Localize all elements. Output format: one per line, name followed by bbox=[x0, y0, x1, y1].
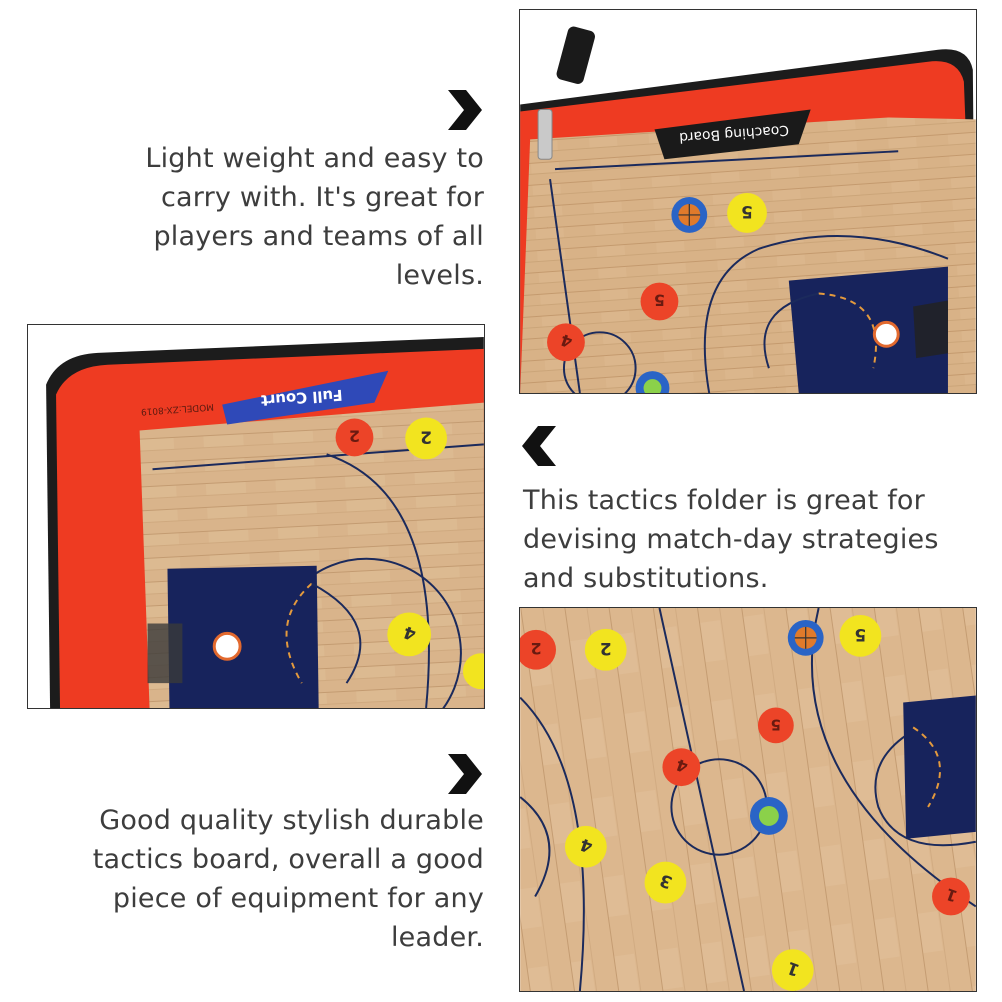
disc-ball-icon[interactable] bbox=[787, 619, 824, 656]
svg-text:5: 5 bbox=[654, 291, 665, 310]
full-court-label: Full Court bbox=[260, 386, 343, 410]
product-photo-full-court-board: Full Court MODEL:ZX-8019 2 2 4 bbox=[27, 324, 485, 709]
tactics-closeup-illustration: 2 2 5 5 4 4 bbox=[520, 608, 976, 991]
player-disc[interactable] bbox=[749, 797, 788, 835]
full-court-label-tab bbox=[222, 370, 389, 425]
player-disc[interactable]: 4 bbox=[547, 323, 585, 362]
disc-ball-icon[interactable] bbox=[671, 197, 708, 233]
coaching-board-illustration: Coaching Board 5 5 4 bbox=[520, 26, 976, 393]
player-disc[interactable]: 2 bbox=[405, 417, 448, 460]
player-disc[interactable]: 5 bbox=[727, 193, 767, 233]
svg-text:2: 2 bbox=[349, 426, 360, 445]
caption-middle: This tactics folder is great for devisin… bbox=[523, 485, 939, 594]
svg-text:5: 5 bbox=[741, 202, 753, 222]
player-disc[interactable]: 2 bbox=[584, 628, 627, 671]
svg-text:5: 5 bbox=[771, 715, 781, 733]
svg-text:5: 5 bbox=[855, 625, 867, 645]
product-photo-coaching-board: Coaching Board 5 5 4 bbox=[519, 9, 977, 394]
player-disc[interactable]: 1 bbox=[932, 877, 970, 916]
caption-top: Light weight and easy to carry with. It'… bbox=[145, 143, 484, 291]
svg-text:2: 2 bbox=[600, 639, 612, 659]
coaching-board-label: Coaching Board bbox=[679, 122, 790, 146]
svg-text:2: 2 bbox=[420, 427, 432, 447]
player-disc[interactable]: 2 bbox=[520, 629, 556, 670]
player-disc[interactable]: 4 bbox=[564, 825, 607, 868]
svg-text:2: 2 bbox=[531, 639, 542, 658]
coaching-board-label-tab bbox=[654, 109, 811, 160]
paint-area bbox=[167, 565, 319, 708]
full-court-board-illustration: Full Court MODEL:ZX-8019 2 2 4 bbox=[46, 336, 484, 708]
player-disc[interactable]: 5 bbox=[640, 282, 679, 321]
hoop bbox=[212, 631, 242, 661]
player-disc[interactable]: 3 bbox=[644, 861, 687, 904]
player-disc[interactable]: 4 bbox=[387, 612, 432, 657]
player-disc[interactable]: 5 bbox=[839, 614, 882, 657]
chevron-right-icon bbox=[444, 752, 484, 796]
chevron-left-icon bbox=[520, 424, 560, 468]
player-disc[interactable] bbox=[462, 653, 484, 690]
player-disc[interactable]: 4 bbox=[662, 748, 701, 787]
player-disc[interactable] bbox=[635, 371, 670, 393]
product-photo-tactics-closeup: 2 2 5 5 4 4 bbox=[519, 607, 977, 992]
caption-bottom: Good quality stylish durable tactics boa… bbox=[92, 805, 484, 953]
player-disc[interactable]: 2 bbox=[335, 418, 374, 457]
player-disc[interactable]: 1 bbox=[771, 949, 814, 991]
chevron-right-icon bbox=[444, 88, 484, 132]
paint-area bbox=[788, 266, 948, 393]
player-disc[interactable]: 5 bbox=[757, 707, 794, 744]
hoop bbox=[872, 320, 900, 348]
